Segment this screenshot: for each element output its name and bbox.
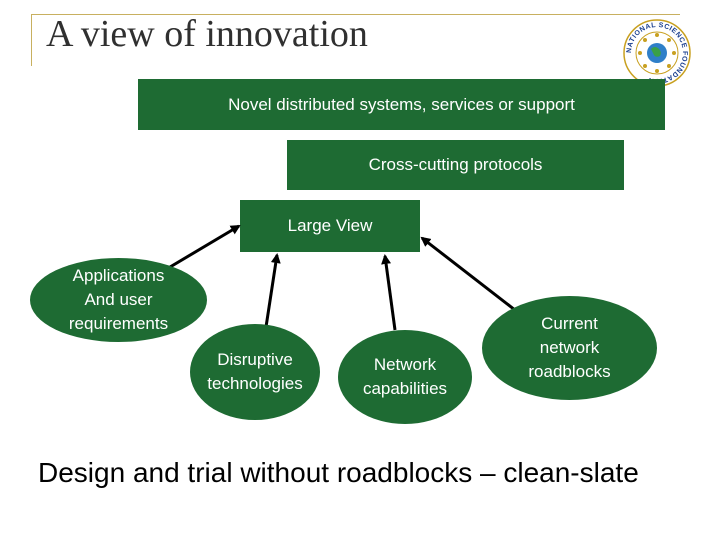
footer-statement: Design and trial without roadblocks – cl… (38, 457, 639, 488)
novel-distributed-systems-box: Novel distributed systems, services or s… (138, 79, 665, 130)
current-roadblocks-label: Current network roadblocks (528, 314, 611, 381)
slide-title: A view of innovation (46, 13, 368, 55)
disruptive-technologies-ellipse: Disruptive technologies (190, 324, 320, 420)
title-frame-horizontal (31, 14, 680, 15)
current-roadblocks-ellipse: Current network roadblocks (482, 296, 657, 400)
applications-label: Applications And user requirements (68, 266, 169, 333)
large-view-box: Large View (240, 200, 420, 252)
nsf-seal-icon: NATIONAL SCIENCE FOUNDATION (623, 19, 691, 87)
network-capabilities-ellipse: Network capabilities (338, 330, 472, 424)
logo-people-ring (638, 33, 676, 73)
arrow-applications-to-large-view (164, 224, 241, 272)
large-view-label: Large View (287, 216, 373, 235)
arrow-network-to-large-view (381, 254, 397, 331)
disruptive-technologies-label: Disruptive technologies (207, 350, 303, 393)
applications-ellipse: Applications And user requirements (30, 258, 207, 342)
arrow-current-to-large-view (420, 236, 516, 312)
title-frame-vertical (31, 14, 32, 66)
novel-distributed-systems-label: Novel distributed systems, services or s… (228, 94, 575, 114)
cross-cutting-protocols-label: Cross-cutting protocols (368, 155, 543, 174)
arrow-disruptive-to-large-view (264, 253, 281, 328)
cross-cutting-protocols-box: Cross-cutting protocols (287, 140, 624, 190)
network-capabilities-label: Network capabilities (362, 355, 448, 398)
